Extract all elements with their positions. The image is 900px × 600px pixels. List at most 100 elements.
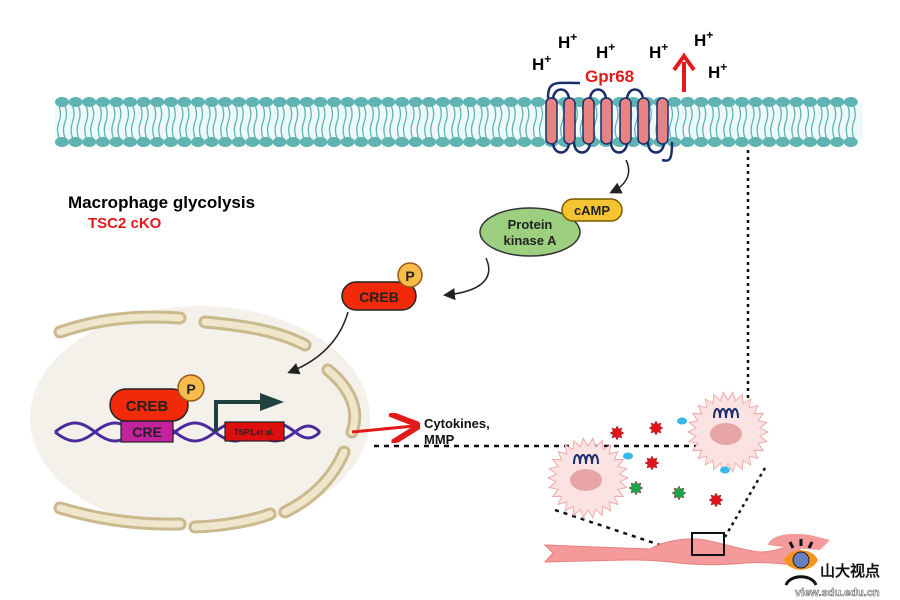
lipid-head [95, 137, 110, 147]
lipid-head [286, 137, 301, 147]
phosphate-badge [177, 374, 205, 402]
lipid-head [354, 97, 369, 107]
secretion-arrow-icon [351, 426, 414, 432]
lipid-head [381, 97, 396, 107]
lipid-tail [383, 105, 394, 139]
lipid-tail [804, 105, 816, 139]
lipid-tail [356, 105, 367, 139]
lipid-head [123, 97, 137, 107]
proton-label: H+ [532, 52, 551, 74]
lipid-tail [396, 105, 408, 139]
lipid-head [707, 137, 722, 147]
lipid-head [830, 137, 845, 147]
lipid-head [694, 97, 709, 107]
lipid-head [503, 97, 518, 107]
lipid-tail [682, 105, 693, 139]
lipid-head [694, 137, 709, 147]
lipid-head [395, 97, 409, 107]
transmembrane-helix [619, 97, 632, 145]
lipid-head [762, 97, 777, 107]
arrow-creb-to-nucleus [287, 311, 349, 375]
blood-vessel [543, 532, 830, 567]
lipid-tail [764, 105, 775, 139]
lipid-head [531, 137, 545, 147]
lipid-head [381, 137, 396, 147]
gpr68-receptor-icon [573, 454, 599, 465]
lipid-tail [818, 105, 829, 139]
watermark-logo: 山大视点 view.sdu.edu.cn [784, 539, 880, 599]
camp-label: cAMP [574, 203, 610, 218]
transmembrane-helix [637, 97, 650, 145]
lipid-tail [532, 105, 544, 139]
signal-molecule [720, 466, 730, 474]
lipid-tail [124, 105, 136, 139]
lipid-head [449, 97, 464, 107]
lipid-head [748, 97, 763, 107]
lipid-head [476, 137, 491, 147]
lipid-head [721, 137, 736, 147]
lipid-tail [451, 105, 462, 139]
lipid-head [299, 97, 314, 107]
lipid-tail [437, 105, 448, 139]
lipid-head [735, 97, 749, 107]
lipid-head [463, 97, 477, 107]
lipid-head [803, 97, 817, 107]
lipid-head [735, 137, 749, 147]
lipid-head [422, 97, 437, 107]
lipid-head [340, 97, 355, 107]
lipid-head [245, 97, 260, 107]
lipid-head [449, 137, 464, 147]
lipid-head [163, 137, 178, 147]
lipid-tail [709, 105, 720, 139]
gpr68-label: Gpr68 [585, 67, 634, 86]
arrow-receptor-to-pka [609, 159, 630, 194]
phosphate-badge [397, 262, 423, 288]
lipid-head [408, 97, 423, 107]
lipid-head [789, 97, 804, 107]
lipid-head [367, 97, 382, 107]
signal-molecule [623, 452, 633, 460]
lipid-tail [696, 105, 707, 139]
lipid-head [136, 97, 151, 107]
cytokine-particles [609, 417, 730, 508]
lipid-tail [288, 105, 299, 139]
cytokine-particle [628, 480, 644, 496]
target-gene-label: TSP1,et al. [234, 428, 274, 437]
transmembrane-helix [582, 97, 595, 145]
cre-element: CRE [120, 420, 174, 443]
lipid-head [667, 97, 681, 107]
condition-label: TSC2 cKO [88, 215, 162, 232]
watermark-url: view.sdu.edu.cn [795, 587, 880, 599]
arrow-pka-to-creb [443, 257, 490, 301]
macrophage-nucleus [570, 469, 602, 491]
lipid-tail [342, 105, 353, 139]
lipid-head [150, 97, 165, 107]
lipid-tail [97, 105, 108, 139]
lipid-tail [492, 105, 503, 139]
lipid-head [231, 137, 246, 147]
lipid-tail [206, 105, 217, 139]
lipid-head [680, 137, 695, 147]
lipid-tail [464, 105, 476, 139]
lipid-head [517, 97, 532, 107]
lipid-head [177, 97, 192, 107]
lipid-head [463, 137, 477, 147]
camp-badge: cAMP [561, 198, 623, 222]
cytokine-particle [644, 455, 660, 471]
pka-label-line2: kinase A [504, 233, 558, 248]
lipid-head [245, 137, 260, 147]
lipid-head [667, 137, 681, 147]
output-label-line1: Cytokines, [424, 416, 490, 431]
lipid-head [476, 97, 491, 107]
lipid-tail [410, 105, 421, 139]
macrophage-cell [546, 437, 630, 519]
lipid-tail [478, 105, 489, 139]
lipid-head [775, 97, 790, 107]
cell-membrane [55, 97, 863, 147]
lipid-head [775, 137, 790, 147]
lipid-tail [723, 105, 734, 139]
lipid-tail [777, 105, 788, 139]
lipid-tail [220, 105, 231, 139]
lipid-head [95, 97, 110, 107]
proton-group: H+ H+ H+ H+ H+ H+ [532, 28, 727, 82]
